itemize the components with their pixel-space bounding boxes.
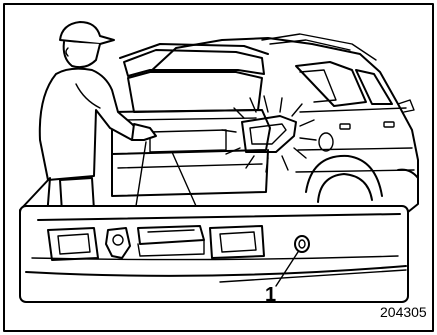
rear-gate-opener-button-detail — [20, 206, 408, 302]
suv-rear-view — [112, 34, 418, 214]
callout-label-1: 1 — [265, 285, 276, 305]
figure-code: 204305 — [380, 304, 427, 320]
